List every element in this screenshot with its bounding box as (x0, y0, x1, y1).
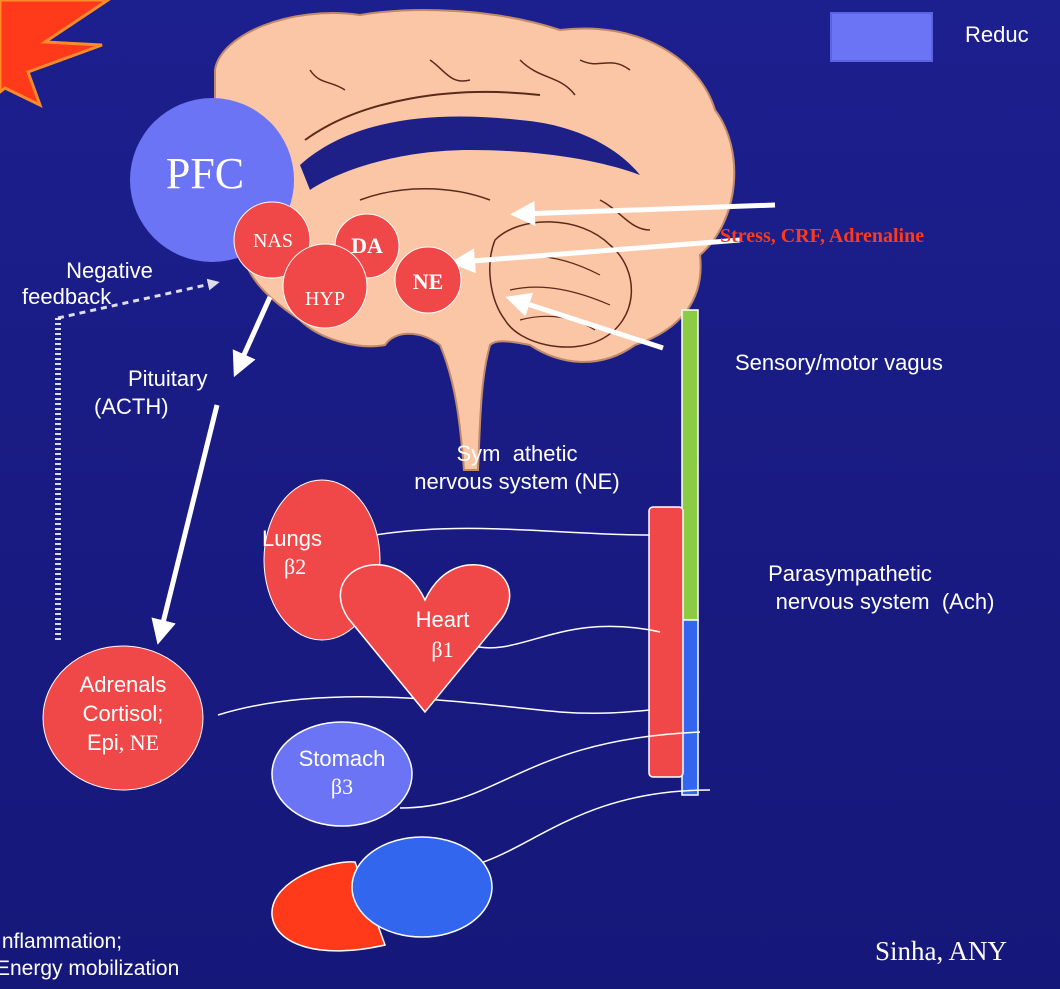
energy-blue-shape (352, 837, 492, 937)
adrenals-epi: Epi (87, 730, 119, 755)
lungs-name: Lungs (262, 525, 342, 553)
pituitary-label: Pituitary (ACTH) (128, 365, 207, 421)
negative-feedback-line1: Negative (22, 258, 197, 284)
adrenals-name: Adrenals (43, 670, 203, 699)
sympathetic-line2: nervous system (NE) (362, 468, 672, 496)
stress-starburst (0, 0, 108, 105)
parasympathetic-label: Parasympathetic nervous system (Ach) (725, 560, 1045, 616)
pfc-label: PFC (130, 150, 280, 198)
sympathetic-label: Sym athetic nervous system (NE) (362, 440, 672, 496)
sensory-motor-vagus-label: Sensory/motor vagus (735, 350, 943, 376)
hyp-label: HYP (285, 288, 365, 310)
stress-label: Stress, CRF, Adrenaline (720, 223, 924, 249)
effects-line2: Energy mobilization (0, 955, 179, 982)
nas-label: NAS (238, 230, 308, 252)
adrenals-epi-ne: Epi, NE (43, 728, 203, 757)
adrenals-cortisol: Cortisol; (43, 699, 203, 728)
stomach-label: Stomach β3 (272, 745, 412, 801)
pituitary-line1: Pituitary (128, 365, 207, 393)
stomach-name: Stomach (272, 745, 412, 773)
da-label: DA (337, 234, 397, 258)
sympathetic-line1: Sym athetic (362, 440, 672, 468)
legend-swatch (830, 12, 933, 62)
citation: Sinha, ANY (875, 935, 1007, 967)
lungs-receptor: β2 (284, 553, 342, 581)
vagus-bar-blue (682, 620, 698, 795)
lungs-label: Lungs β2 (262, 525, 342, 581)
sympathetic-bar (649, 507, 683, 777)
heart-name: Heart (395, 605, 490, 635)
adrenals-label: Adrenals Cortisol; Epi, NE (43, 670, 203, 757)
parasympathetic-line1: Parasympathetic (655, 560, 1045, 588)
heart-label: Heart β1 (395, 605, 490, 665)
negative-feedback-label: Negative feedback (22, 258, 197, 310)
ne-brain-label: NE (398, 270, 458, 294)
stomach-receptor: β3 (272, 773, 412, 801)
adrenals-ne: , NE (119, 730, 159, 755)
heart-receptor: β1 (395, 635, 490, 665)
pituitary-line2: (ACTH) (94, 393, 207, 421)
parasympathetic-line2: nervous system (Ach) (725, 588, 1045, 616)
effects-line1: Inflammation; (0, 928, 179, 955)
effects-label: Inflammation; Energy mobilization (0, 928, 179, 982)
legend-label: Reduc (965, 22, 1029, 48)
negative-feedback-line2: feedback (22, 284, 197, 310)
